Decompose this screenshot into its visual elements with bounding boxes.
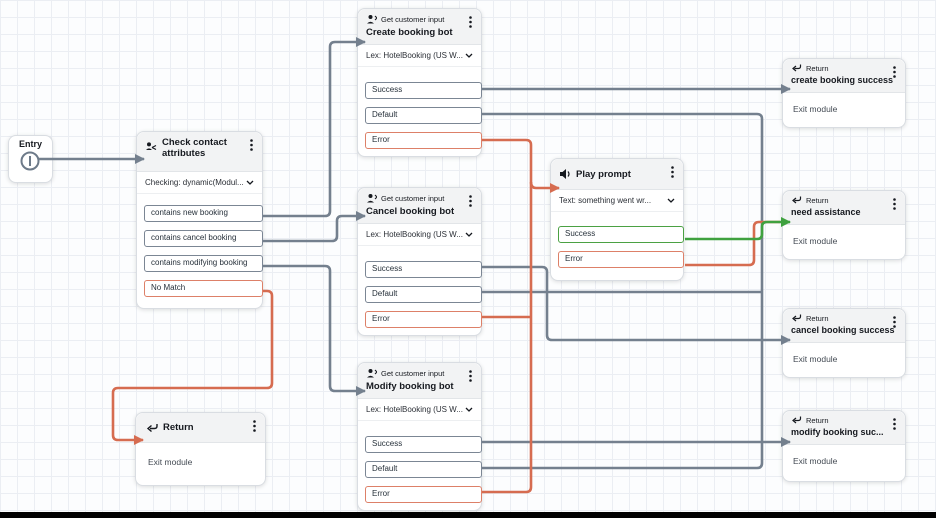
exit-module-label: Exit module <box>793 236 838 246</box>
return-arrow-icon <box>792 416 802 424</box>
node-check-contact-attributes[interactable]: Check contact attributes Checking: dynam… <box>136 131 263 309</box>
node-title: Return <box>163 422 194 433</box>
chevron-down-icon <box>246 180 254 185</box>
node-modify-booking-bot[interactable]: Get customer input Modify booking bot Le… <box>357 362 482 511</box>
attributes-dropdown[interactable]: Checking: dynamic(Modul... <box>137 172 262 194</box>
branch-contains-new-booking[interactable]: contains new booking <box>144 205 263 222</box>
lex-bot-dropdown[interactable]: Lex: HotelBooking (US W... <box>358 399 481 421</box>
person-speech-icon <box>367 194 377 203</box>
node-type-label: Return <box>806 196 829 205</box>
node-title: Play prompt <box>576 168 631 180</box>
node-type-label: Return <box>806 314 829 323</box>
kebab-menu-icon[interactable] <box>465 369 475 383</box>
dropdown-value: Text: something went wr... <box>559 196 652 205</box>
kebab-menu-icon[interactable] <box>249 419 259 433</box>
bottom-bar <box>0 512 936 518</box>
node-return-cancel-booking-success[interactable]: Return cancel booking success Exit modul… <box>782 308 906 378</box>
node-type-label: Get customer input <box>381 15 445 24</box>
dropdown-value: Lex: HotelBooking (US W... <box>366 230 463 239</box>
person-speech-icon <box>367 369 377 378</box>
node-title: Check contact attributes <box>162 137 227 159</box>
chevron-down-icon <box>465 232 473 237</box>
node-title: cancel booking success <box>791 325 895 335</box>
exit-module-label: Exit module <box>148 457 193 467</box>
node-type-label: Get customer input <box>381 194 445 203</box>
branch-success[interactable]: Success <box>365 436 482 453</box>
node-title: create booking success <box>791 75 894 85</box>
node-return-need-assistance[interactable]: Return need assistance Exit module <box>782 190 906 260</box>
entry-port-icon <box>20 151 39 171</box>
branch-success[interactable]: Success <box>365 261 482 278</box>
edge-new-booking-to-create-bot <box>263 37 366 218</box>
kebab-menu-icon[interactable] <box>667 165 677 179</box>
node-title: modify booking suc... <box>791 427 884 437</box>
chevron-down-icon <box>667 198 675 203</box>
branch-contains-modifying-booking[interactable]: contains modifying booking <box>144 255 263 272</box>
kebab-menu-icon[interactable] <box>889 65 899 79</box>
entry-label: Entry <box>18 139 42 149</box>
node-create-booking-bot[interactable]: Get customer input Create booking bot Le… <box>357 8 482 157</box>
chevron-down-icon <box>465 407 473 412</box>
exit-module-label: Exit module <box>793 104 838 114</box>
node-return[interactable]: Return Exit module <box>135 412 266 486</box>
node-cancel-booking-bot[interactable]: Get customer input Cancel booking bot Le… <box>357 187 482 336</box>
edge-cancel-booking-to-cancel-bot <box>263 211 366 243</box>
dropdown-value: Lex: HotelBooking (US W... <box>366 51 463 60</box>
node-title: Modify booking bot <box>366 381 454 392</box>
node-play-prompt[interactable]: Play prompt Text: something went wr... S… <box>550 158 684 281</box>
edge-modifying-to-modify-bot <box>263 264 366 396</box>
node-type-label: Get customer input <box>381 369 445 378</box>
branch-contains-cancel-booking[interactable]: contains cancel booking <box>144 230 263 247</box>
kebab-menu-icon[interactable] <box>889 197 899 211</box>
lex-bot-dropdown[interactable]: Lex: HotelBooking (US W... <box>358 45 481 67</box>
edge-play-error-join <box>685 220 780 267</box>
person-speech-icon <box>367 15 377 24</box>
node-type-label: Return <box>806 416 829 425</box>
branch-success[interactable]: Success <box>365 82 482 99</box>
node-return-create-booking-success[interactable]: Return create booking success Exit modul… <box>782 58 906 128</box>
branch-error[interactable]: Error <box>365 486 482 503</box>
return-arrow-icon <box>146 423 158 432</box>
chevron-down-icon <box>465 53 473 58</box>
edge-play-success-to-need-assistance <box>685 217 791 241</box>
return-arrow-icon <box>792 196 802 204</box>
node-entry[interactable]: Entry <box>8 135 53 183</box>
prompt-dropdown[interactable]: Text: something went wr... <box>551 190 683 212</box>
node-title: Cancel booking bot <box>366 206 455 217</box>
branch-error[interactable]: Error <box>365 132 482 149</box>
return-arrow-icon <box>792 314 802 322</box>
node-type-label: Return <box>806 64 829 73</box>
exit-module-label: Exit module <box>793 456 838 466</box>
lex-bot-dropdown[interactable]: Lex: HotelBooking (US W... <box>358 224 481 246</box>
dropdown-value: Lex: HotelBooking (US W... <box>366 405 463 414</box>
branch-error[interactable]: Error <box>558 251 684 268</box>
branch-error[interactable]: Error <box>365 311 482 328</box>
edge-errors-trunk <box>482 138 533 494</box>
branch-no-match[interactable]: No Match <box>144 280 263 297</box>
kebab-menu-icon[interactable] <box>465 194 475 208</box>
node-title: need assistance <box>791 207 861 217</box>
person-branch-icon <box>146 142 157 151</box>
kebab-menu-icon[interactable] <box>889 417 899 431</box>
node-return-modify-booking-success[interactable]: Return modify booking suc... Exit module <box>782 410 906 482</box>
kebab-menu-icon[interactable] <box>889 315 899 329</box>
speaker-icon <box>560 169 570 179</box>
node-title: Create booking bot <box>366 27 453 38</box>
exit-module-label: Exit module <box>793 354 838 364</box>
return-arrow-icon <box>792 64 802 72</box>
branch-default[interactable]: Default <box>365 286 482 303</box>
dropdown-value: Checking: dynamic(Modul... <box>145 178 244 187</box>
branch-default[interactable]: Default <box>365 107 482 124</box>
kebab-menu-icon[interactable] <box>465 15 475 29</box>
kebab-menu-icon[interactable] <box>246 138 256 152</box>
branch-success[interactable]: Success <box>558 226 684 243</box>
branch-default[interactable]: Default <box>365 461 482 478</box>
